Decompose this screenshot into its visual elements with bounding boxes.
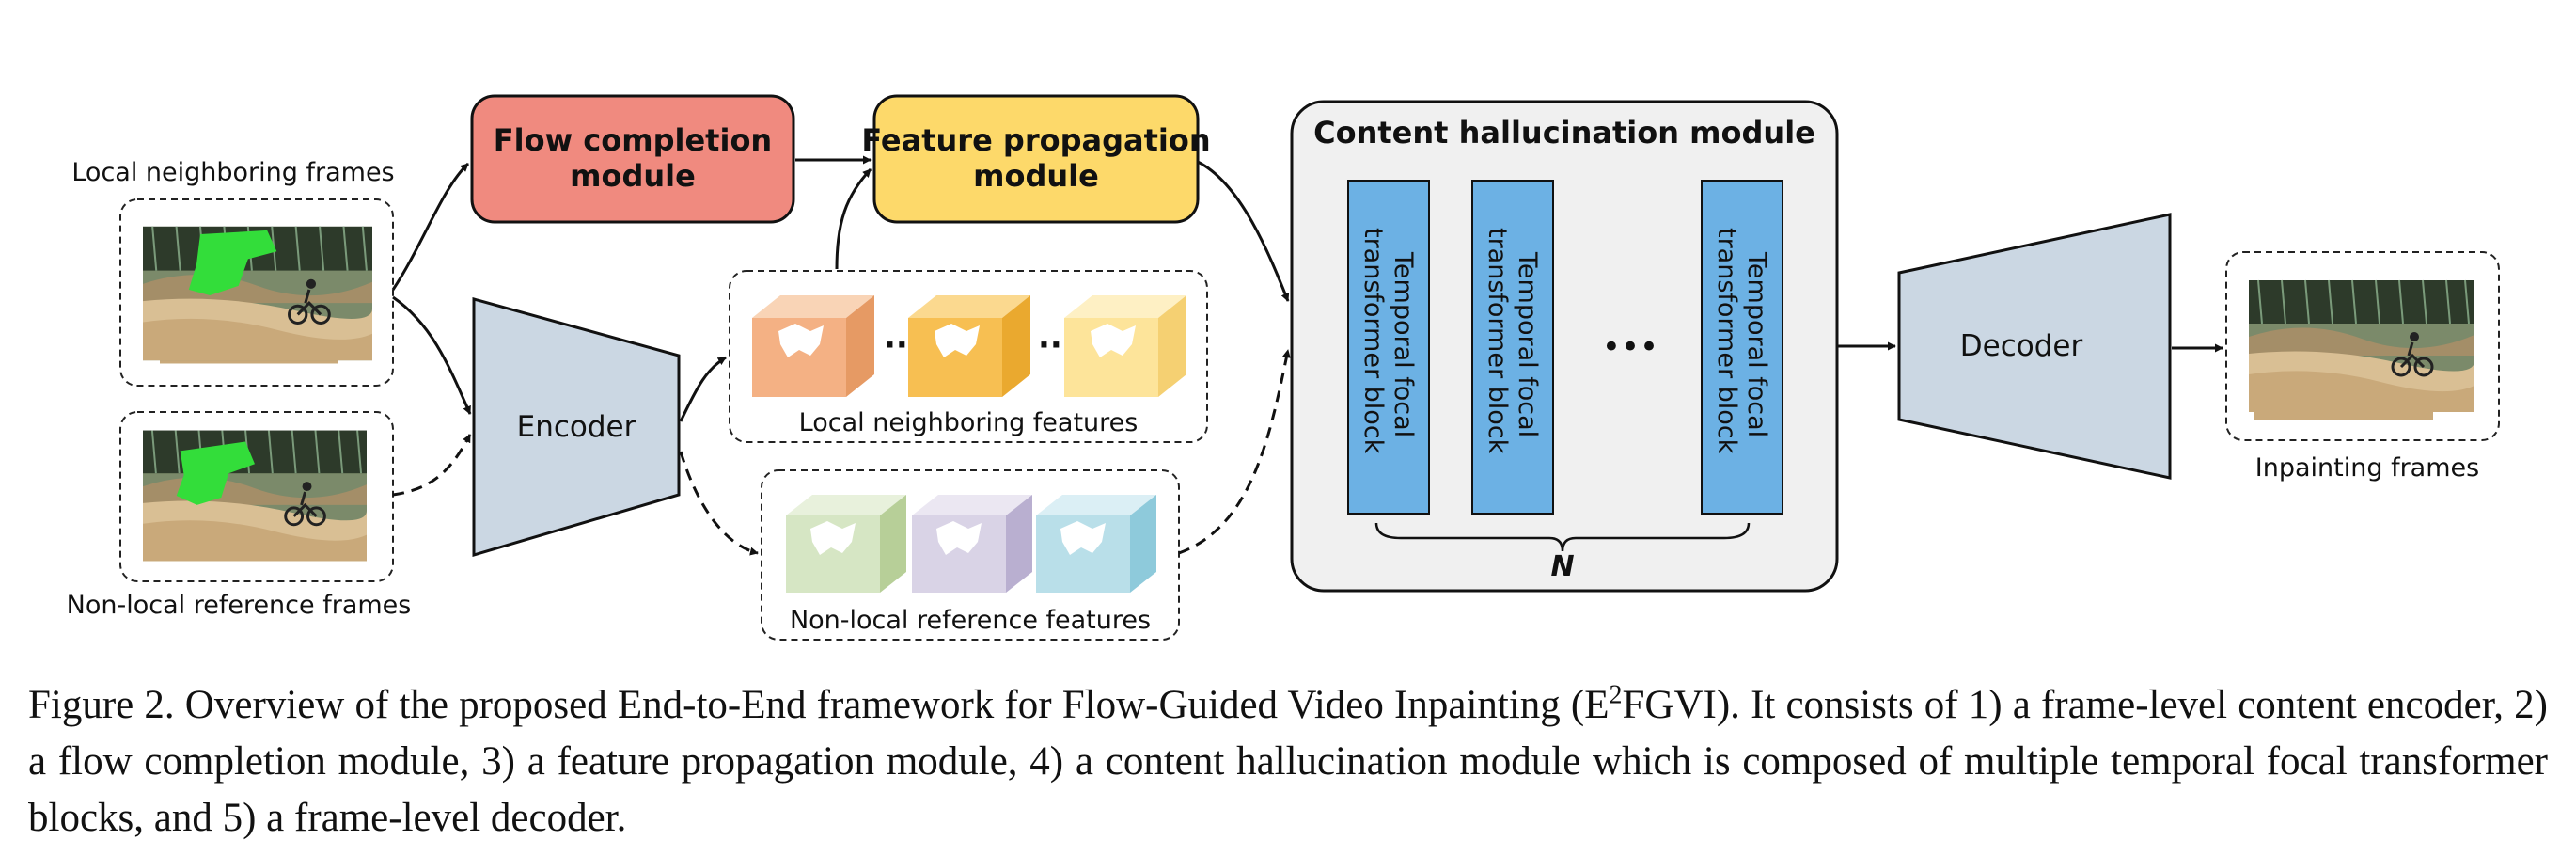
arrow-nonlocal-to-encoder xyxy=(392,434,472,497)
arrow-feature-to-hallucination xyxy=(1197,160,1290,302)
encoder-label: Encoder xyxy=(517,410,636,444)
repeat-count-label: N xyxy=(1550,550,1574,583)
nonlocal-feature-cube-2 xyxy=(912,495,1032,593)
nonlocal-feature-cube-3 xyxy=(1036,495,1156,593)
flow-module-line2: module xyxy=(570,158,696,194)
transformer-block-2-line2: transformer block xyxy=(1483,228,1512,454)
transformer-ellipsis: ••• xyxy=(1602,328,1658,366)
nonlocal-frames-box xyxy=(119,411,394,582)
inpainting-frames-box xyxy=(2225,251,2500,441)
caption-prefix: Figure 2. Overview of the proposed End-t… xyxy=(28,683,1610,727)
flow-module-line1: Flow completion xyxy=(494,122,772,158)
feature-module-line2: module xyxy=(973,158,1099,194)
local-features-label: Local neighboring features xyxy=(799,408,1139,437)
repeat-brace xyxy=(1374,522,1751,552)
arrow-encoder-to-local-features xyxy=(679,356,727,422)
feature-propagation-module xyxy=(872,94,1200,224)
local-feature-cube-3 xyxy=(1064,295,1186,397)
nonlocal-frames-label: Non-local reference frames xyxy=(67,591,412,620)
arrow-nonlocal-features-to-hallucination xyxy=(1178,349,1291,555)
nonlocal-features-label: Non-local reference features xyxy=(790,606,1151,635)
arrow-local-to-flow xyxy=(391,162,470,291)
encoder-block xyxy=(472,297,681,558)
transformer-block-1-line2: transformer block xyxy=(1359,228,1388,454)
arrow-local-features-to-feature-module xyxy=(835,167,872,270)
nonlocal-feature-cube-1 xyxy=(786,495,906,593)
transformer-block-2-line1: Temporal focal xyxy=(1513,251,1542,437)
figure-caption: Figure 2. Overview of the proposed End-t… xyxy=(28,677,2548,847)
transformer-block-n: Temporal focal transformer block xyxy=(1701,180,1783,515)
transformer-block-n-line1: Temporal focal xyxy=(1742,251,1771,437)
transformer-block-n-line2: transformer block xyxy=(1712,228,1741,454)
transformer-block-1: Temporal focal transformer block xyxy=(1347,180,1430,515)
caption-suffix: FGVI). It consists of 1) a frame-level c… xyxy=(28,683,2548,840)
local-frames-box xyxy=(119,198,394,387)
content-module-label: Content hallucination module xyxy=(1313,115,1815,151)
arrow-local-to-encoder xyxy=(392,295,472,415)
local-feature-cube-2 xyxy=(908,295,1030,397)
nonlocal-features-box xyxy=(761,469,1180,641)
arrow-encoder-to-nonlocal-features xyxy=(679,451,759,556)
local-frames-label: Local neighboring frames xyxy=(71,158,394,187)
caption-superscript: 2 xyxy=(1609,680,1623,710)
transformer-block-1-line1: Temporal focal xyxy=(1389,251,1418,437)
feature-module-line1: Feature propagation xyxy=(861,122,1210,158)
output-label: Inpainting frames xyxy=(2255,453,2479,483)
transformer-block-2: Temporal focal transformer block xyxy=(1471,180,1554,515)
local-feature-cube-1 xyxy=(752,295,874,397)
decoder-block xyxy=(1897,213,2172,480)
decoder-label: Decoder xyxy=(1960,329,2083,363)
framework-diagram: Local neighboring frames Non-local refer… xyxy=(67,94,2500,641)
flow-completion-module xyxy=(470,94,795,224)
